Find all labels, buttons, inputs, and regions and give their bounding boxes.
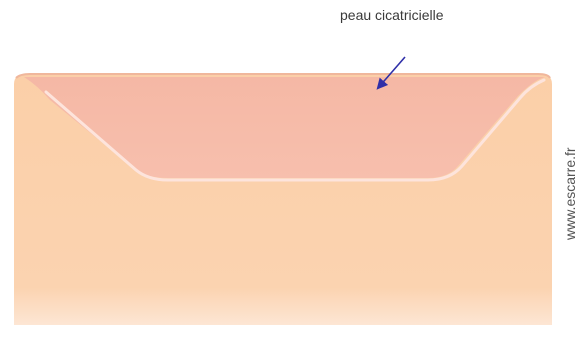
site-watermark: www.escarre.fr [562, 147, 578, 240]
scar-skin-label: peau cicatricielle [340, 7, 444, 23]
